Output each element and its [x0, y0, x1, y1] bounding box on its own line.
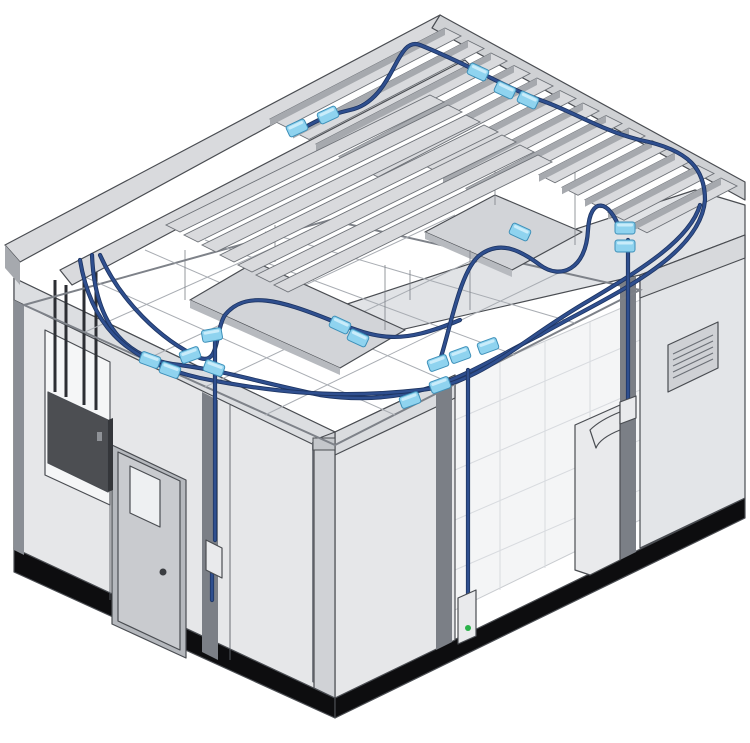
cable — [98, 253, 462, 361]
connector-icon — [285, 118, 309, 138]
connector-icon — [138, 351, 162, 369]
connector-icon — [493, 80, 517, 100]
connector-icon — [614, 239, 636, 253]
connector-icon — [316, 105, 340, 125]
connector-icon — [202, 359, 226, 377]
connector-icon — [508, 222, 532, 242]
roof-purlin-shadow — [585, 153, 675, 207]
connector-icon — [448, 346, 472, 364]
air-conditioner-grille — [672, 334, 714, 379]
wall-outlet-box-mid[interactable] — [457, 589, 477, 645]
door-window — [129, 465, 161, 528]
panel-switch[interactable] — [97, 432, 102, 441]
roof-purlin — [272, 154, 554, 293]
connector-icon — [158, 361, 182, 379]
roof-purlin — [218, 124, 500, 263]
cable — [438, 204, 622, 362]
connector-icon — [346, 328, 370, 348]
connector-icon — [476, 337, 500, 355]
wall-outlet-box-right[interactable] — [619, 395, 637, 425]
connector-icon — [516, 90, 540, 110]
roof-purlin — [164, 94, 446, 233]
roof-purlin-shadow — [631, 178, 721, 232]
roof-purlin — [538, 127, 646, 184]
roof-purlin-shadow — [608, 165, 698, 220]
connector-icon — [428, 376, 452, 394]
connector-icon — [398, 391, 422, 409]
roof-beam-front-side — [5, 245, 20, 285]
front-right-wall-post — [436, 378, 452, 650]
panel-conduits — [53, 260, 98, 410]
roof-purlin-shadow — [539, 128, 629, 182]
partition-curve — [589, 411, 621, 449]
roof-purlin — [236, 134, 518, 273]
connector-icon — [426, 354, 450, 372]
wall-outlet-box-left[interactable] — [205, 539, 223, 579]
connector-icon — [466, 62, 490, 82]
roof-purlin-shadow — [316, 53, 491, 151]
corner-post — [313, 431, 336, 699]
connector-icon — [201, 327, 223, 343]
door-knob-icon[interactable] — [159, 568, 167, 576]
ceiling-light-right-face — [425, 232, 512, 277]
ceiling-light-left-face — [190, 300, 340, 375]
roof-purlin — [254, 144, 536, 283]
connector-icon — [328, 315, 352, 335]
roof-purlin-shadow — [562, 140, 652, 195]
indicator-light-icon — [465, 625, 471, 631]
roof-purlin — [607, 164, 715, 221]
cable — [90, 42, 707, 400]
electrical-panel-side — [108, 418, 113, 492]
interior-partition — [574, 404, 621, 576]
cable-connectors — [138, 62, 636, 409]
roof-purlin — [182, 104, 464, 243]
roof-purlin — [630, 177, 738, 234]
left-wall-post-1 — [14, 300, 24, 555]
connector-icon — [614, 221, 636, 235]
connector-icon — [178, 346, 202, 364]
roof-purlin — [200, 114, 482, 253]
